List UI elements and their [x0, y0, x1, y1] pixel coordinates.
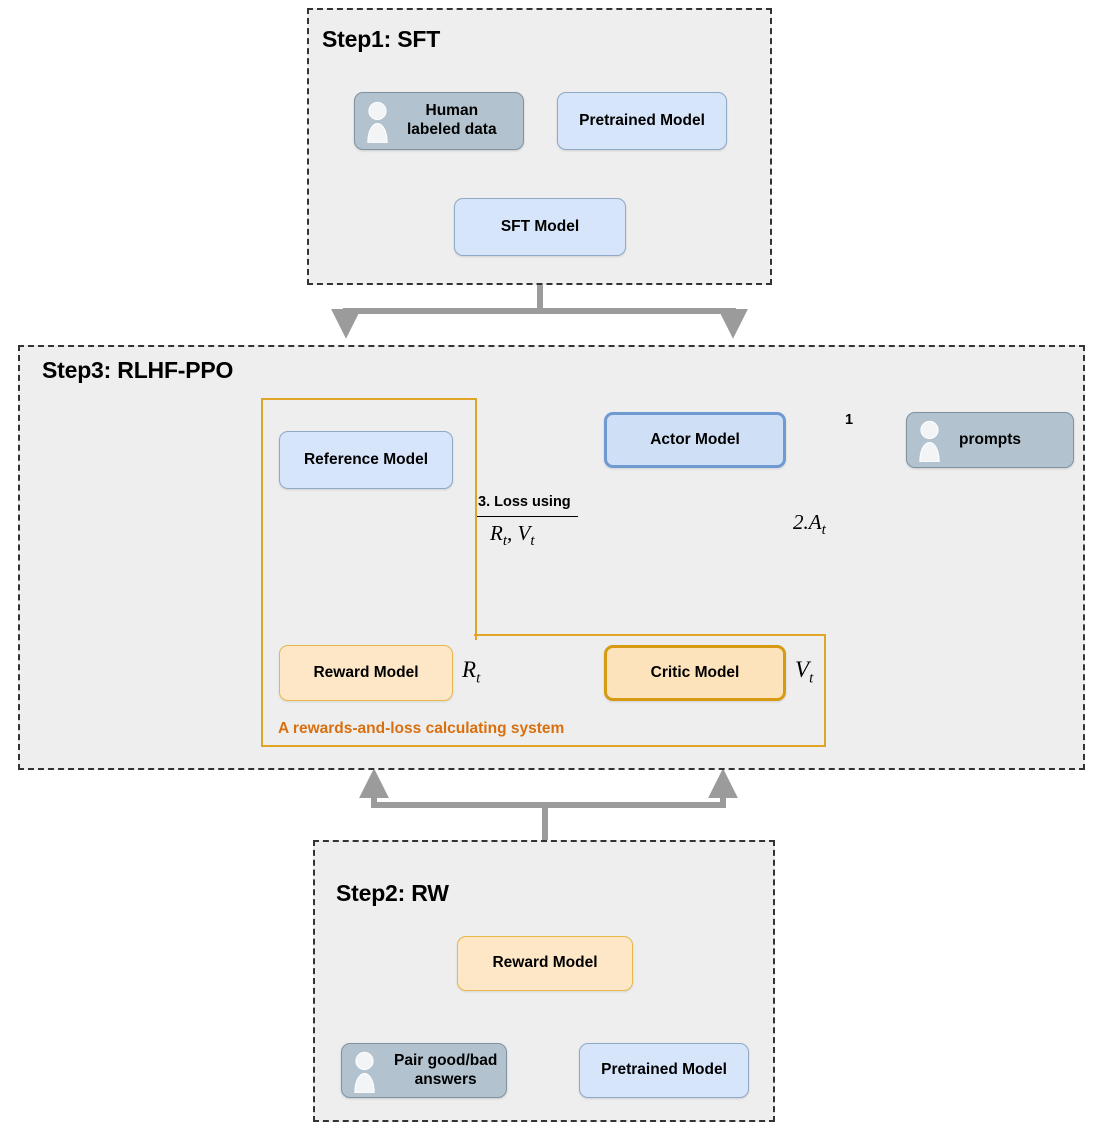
advantage-edge-label: 2.At — [793, 510, 826, 539]
node-step3-reward-model[interactable]: Reward Model — [279, 645, 453, 701]
node-human-labeled-data[interactable]: Human labeled data — [354, 92, 524, 150]
node-label: Pretrained Model — [579, 111, 705, 129]
step1-title: Step1: SFT — [322, 26, 441, 52]
node-label: Reference Model — [303, 450, 429, 468]
node-sft-model[interactable]: SFT Model — [454, 198, 626, 256]
person-icon — [367, 101, 388, 143]
node-label: Pretrained Model — [601, 1061, 727, 1079]
system-region-upper — [261, 398, 477, 640]
step1-to-step3-connector — [331, 285, 748, 339]
loss-label-rule — [477, 516, 578, 518]
prompt-edge-label: 1 — [845, 412, 854, 428]
node-step2-reward-model[interactable]: Reward Model — [457, 936, 633, 991]
loss-symbols-RtVt: Rt, Vt — [490, 521, 535, 550]
node-label: Critic Model — [650, 663, 740, 681]
node-critic-model[interactable]: Critic Model — [604, 645, 786, 701]
step2-to-step3-connector — [359, 768, 738, 840]
reward-symbol-Rt: Rt — [462, 657, 481, 687]
node-step2-pretrained-model[interactable]: Pretrained Model — [579, 1043, 749, 1098]
system-region-join-left — [261, 634, 263, 640]
system-region-lower — [261, 634, 826, 747]
node-actor-model[interactable]: Actor Model — [604, 412, 786, 468]
node-label: Pair good/bad answers — [394, 1051, 498, 1088]
node-prompts[interactable]: prompts — [906, 412, 1074, 468]
system-caption: A rewards-and-loss calculating system — [278, 720, 565, 737]
node-label: Reward Model — [313, 663, 419, 681]
node-pair-good-bad-answers[interactable]: Pair good/bad answers — [341, 1043, 507, 1098]
person-icon — [919, 420, 940, 462]
loss-edge-label: 3. Loss using — [478, 494, 571, 510]
node-label: Actor Model — [650, 430, 740, 448]
value-symbol-Vt: Vt — [795, 657, 814, 687]
node-reference-model[interactable]: Reference Model — [279, 431, 453, 489]
system-region-lower-top-edge — [474, 634, 826, 636]
node-label: Human labeled data — [407, 102, 497, 138]
step2-title: Step2: RW — [336, 880, 449, 906]
node-label: prompts — [959, 430, 1021, 448]
node-label: SFT Model — [500, 217, 580, 235]
person-icon — [354, 1051, 375, 1093]
node-label: Reward Model — [492, 954, 598, 972]
step3-title: Step3: RLHF-PPO — [42, 357, 234, 383]
node-step1-pretrained-model[interactable]: Pretrained Model — [557, 92, 727, 150]
